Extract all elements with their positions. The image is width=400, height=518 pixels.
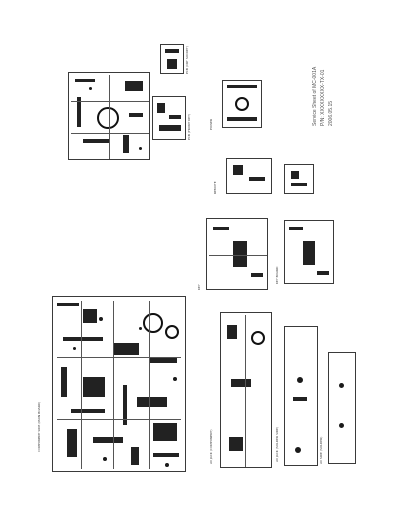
crt-board-pcb — [68, 72, 150, 160]
power-board — [222, 80, 262, 128]
av-jack-board-label: AV JACK (COMPONENT) — [209, 429, 213, 465]
sheet-title: Service Sheet of MC-001A — [312, 66, 318, 126]
av-solder-board — [284, 326, 318, 466]
av-side-board-label: AV SIDE (SOLDER) — [319, 436, 323, 464]
crt-socket-label: PCB (CRT SOCKET) — [185, 45, 189, 74]
main-board-label: COMPONENT SIDE (MAIN BOARD) — [37, 401, 41, 452]
ir-board — [284, 164, 314, 194]
av-side-board — [328, 352, 356, 464]
front-key-label: PCB (FRONT KEY) — [187, 113, 191, 140]
remote-board-label: REMOTE — [213, 181, 217, 194]
power-board-label: POWER — [209, 118, 213, 130]
av-solder-board-label: AV JACK (SOLDER SIDE) — [275, 426, 279, 462]
sheet-part-number: P/N: XXXXXXXXX-TX-01 — [320, 69, 326, 126]
front-key-board — [152, 96, 186, 140]
key-board-b-label: KEY BOARD — [275, 266, 279, 284]
key-board-a-label: KEY — [197, 284, 201, 290]
key-board-b — [284, 220, 334, 284]
crt-socket-board — [160, 44, 184, 74]
remote-board — [226, 158, 272, 194]
main-board-pcb — [52, 296, 186, 472]
key-board-a — [206, 218, 268, 290]
sheet-date: 2006.05.15 — [328, 100, 334, 126]
av-jack-board — [220, 312, 272, 468]
